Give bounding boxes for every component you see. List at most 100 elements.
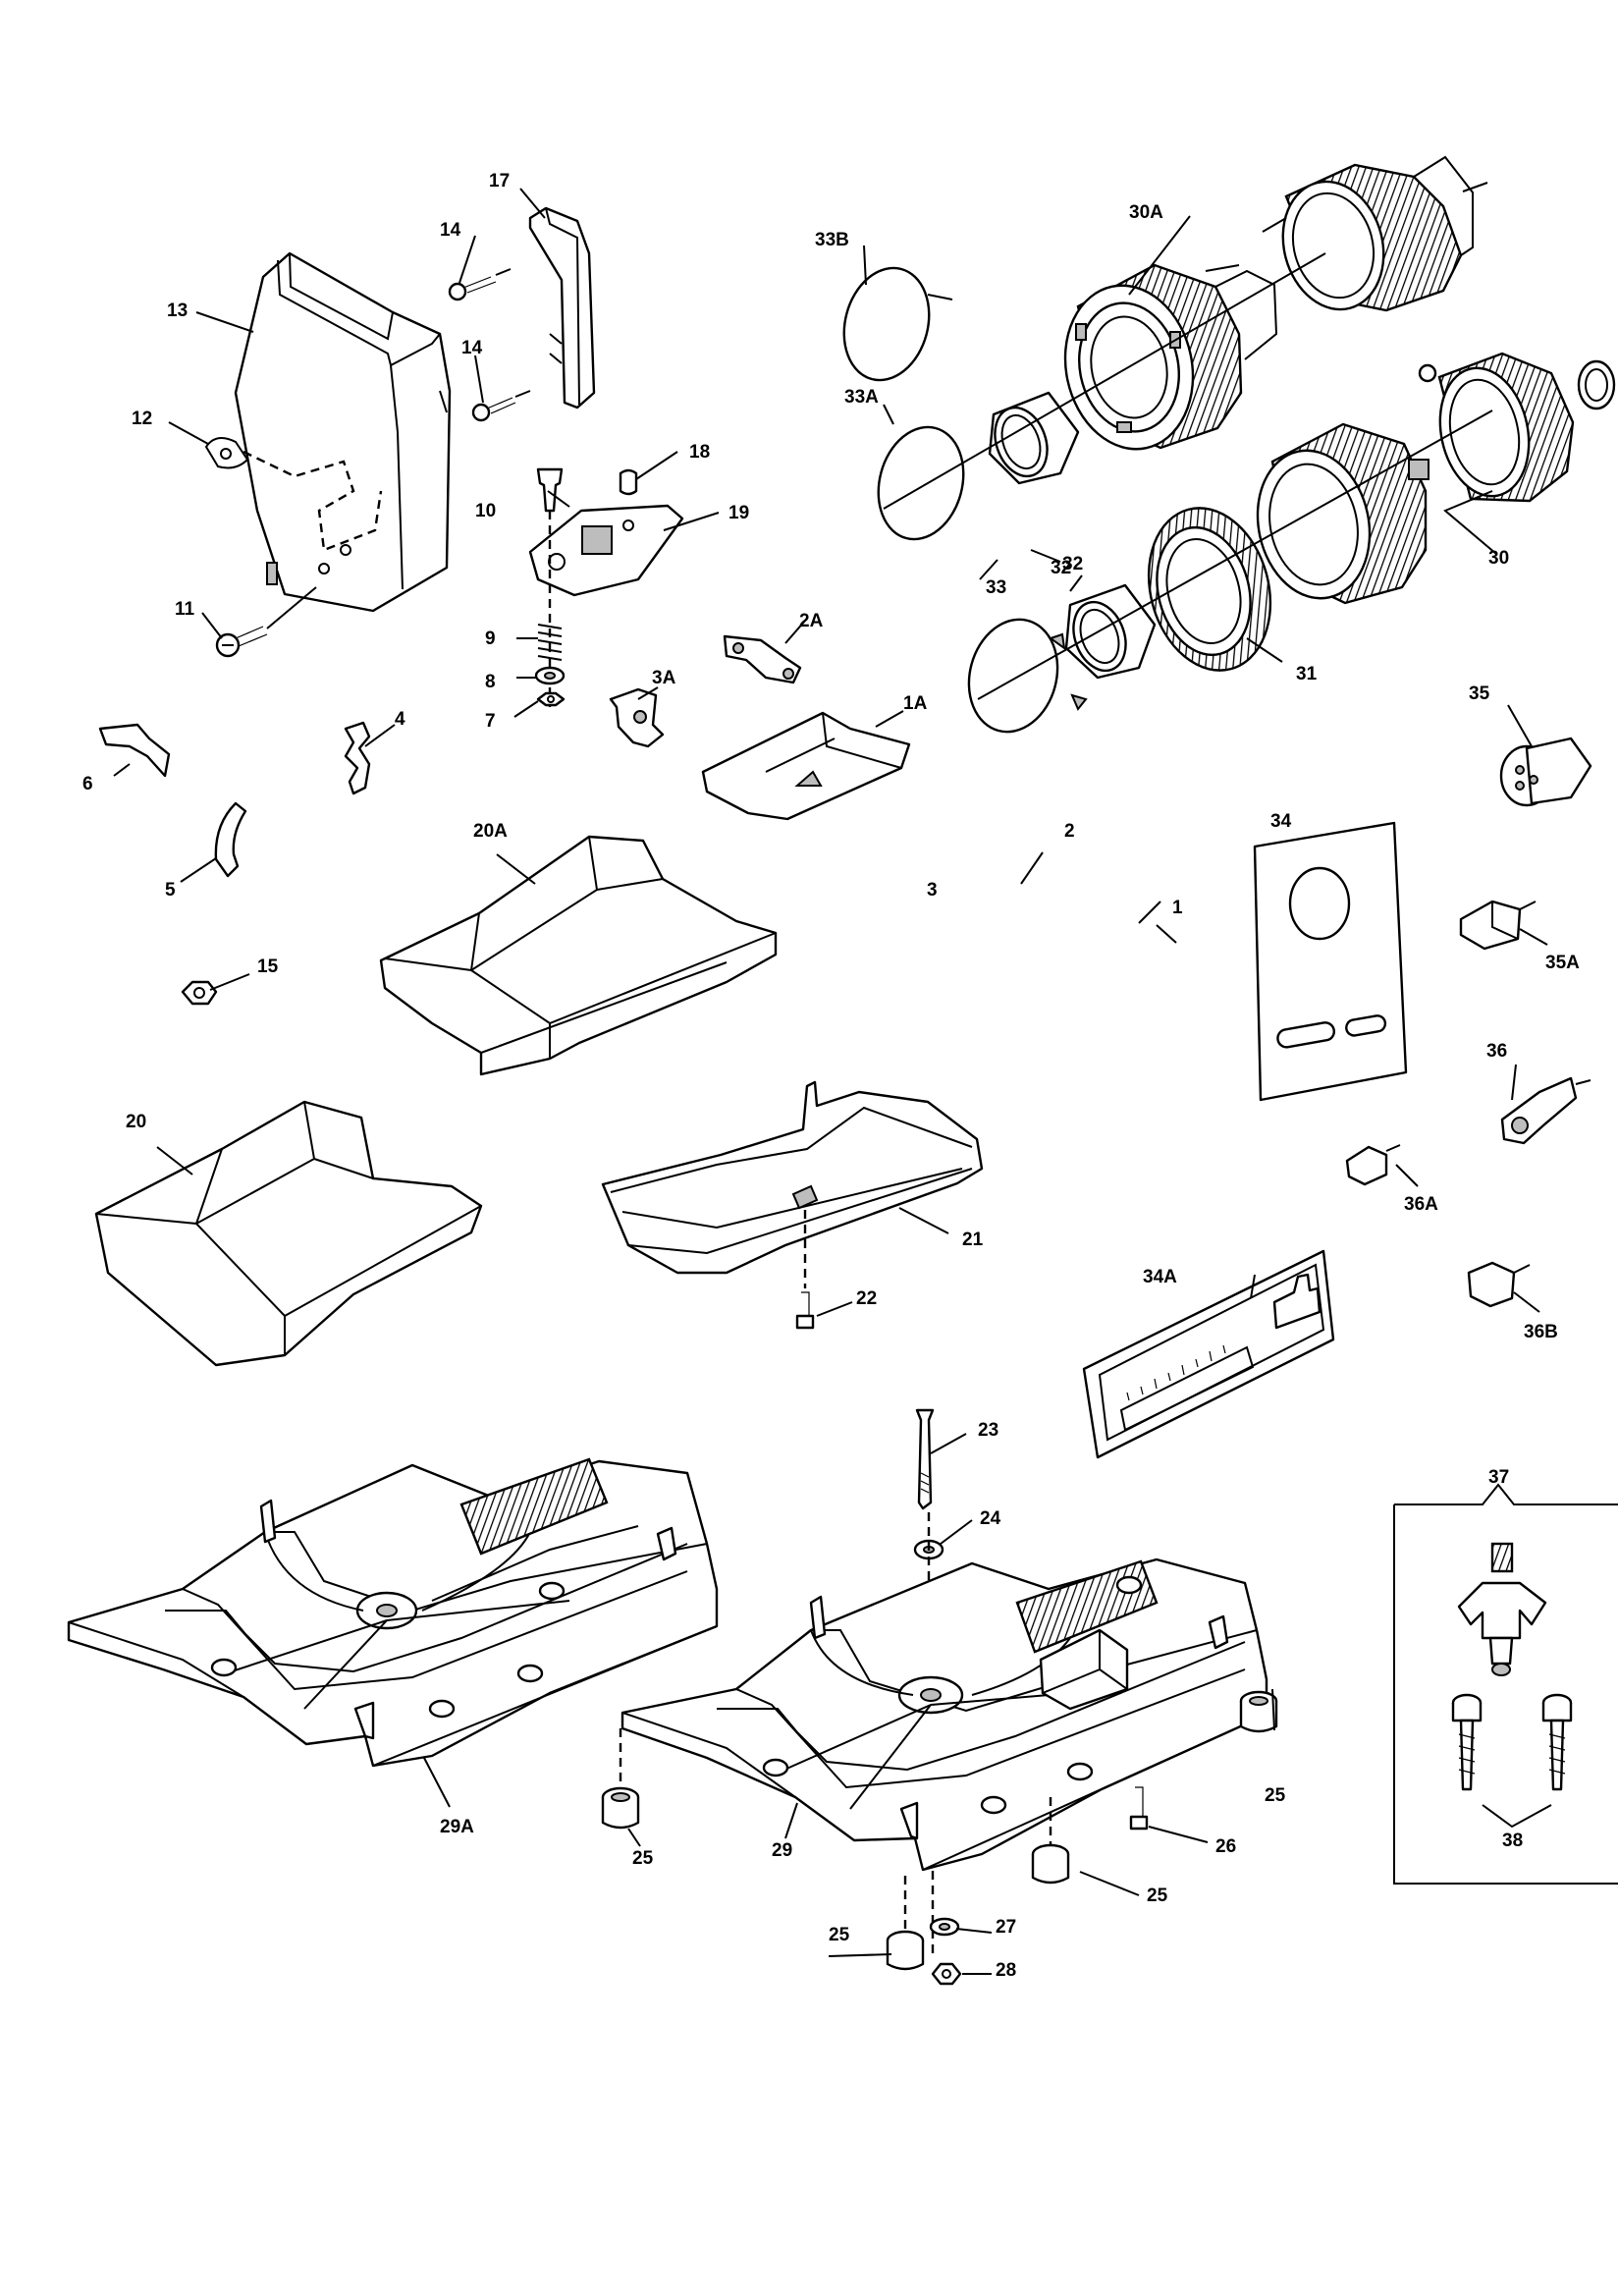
part-14-screw-lower (471, 390, 531, 422)
part-23-bolt (915, 1408, 935, 1510)
callout-12: 12 (132, 409, 152, 429)
callout-25-left: 25 (632, 1848, 654, 1869)
part-18-cap (619, 468, 638, 496)
part-2a-bracket (723, 634, 802, 684)
callout-21: 21 (962, 1230, 984, 1250)
part-32-ring-lower (1064, 583, 1157, 680)
callout-24: 24 (980, 1508, 1001, 1529)
part-25-foot-lower (886, 1876, 925, 1971)
callout-28: 28 (996, 1960, 1016, 1981)
callout-36: 36 (1486, 1041, 1507, 1062)
part-5-spring-clip (214, 801, 247, 878)
callout-32-upper: 32 (1051, 558, 1071, 578)
part-8-washer (534, 666, 566, 685)
part-36b-knob (1467, 1261, 1531, 1308)
part-10-pin (536, 467, 564, 513)
callout-20a: 20A (473, 821, 508, 842)
part-30-focus-assembly (1256, 422, 1429, 605)
callout-4: 4 (395, 709, 405, 730)
callout-25-right: 25 (1265, 1785, 1286, 1806)
callout-10: 10 (475, 501, 496, 521)
callout-25-lower: 25 (829, 1925, 850, 1945)
callout-17: 17 (489, 171, 510, 191)
callout-6: 6 (82, 774, 93, 794)
leader-lines (113, 188, 1548, 1975)
callout-38: 38 (1502, 1831, 1523, 1851)
callout-11: 11 (175, 599, 195, 620)
part-19-plate (528, 504, 684, 597)
part-28-nut (931, 1962, 962, 1986)
callout-14-lower: 14 (461, 338, 483, 358)
part-9-spring (537, 624, 563, 661)
callout-2a: 2A (799, 611, 824, 631)
part-14-screw-upper (448, 268, 512, 301)
part-11-screw (215, 586, 317, 658)
callout-29: 29 (772, 1840, 792, 1861)
part-3a-bracket (609, 687, 665, 748)
part-1a-slide-plate (701, 711, 911, 821)
callout-3a: 3A (652, 668, 676, 688)
callout-26: 26 (1215, 1836, 1236, 1857)
part-15-nut (181, 980, 218, 1006)
part-21-base-pan (601, 1080, 984, 1288)
part-30-rear-ring (1418, 352, 1616, 503)
lens-axis-lower (977, 410, 1493, 700)
callout-1a: 1A (903, 693, 928, 714)
callout-27: 27 (996, 1917, 1016, 1938)
part-33a-lens-cover (877, 425, 965, 541)
part-29-chassis (620, 1558, 1268, 1872)
callout-14-upper: 14 (440, 220, 461, 241)
callout-34: 34 (1270, 811, 1292, 832)
callout-32-lower: 32 (1062, 554, 1083, 574)
part-33-lens-cover (967, 618, 1088, 734)
part-34-panel (1253, 821, 1408, 1102)
callout-13: 13 (167, 301, 188, 321)
callout-22: 22 (856, 1288, 877, 1309)
part-34a-scale-panel (1082, 1249, 1335, 1459)
part-13-housing-cover (204, 251, 452, 613)
part-17-side-trim (528, 206, 596, 410)
callout-labels: 17 14 14 13 12 11 10 18 19 9 8 7 3A 2A 1… (82, 171, 1580, 1981)
callout-33: 33 (986, 577, 1006, 598)
part-37-motor-gear (1457, 1542, 1547, 1676)
callout-35a: 35A (1545, 953, 1580, 973)
callout-33b: 33B (815, 230, 849, 250)
callout-36a: 36A (1404, 1194, 1438, 1215)
part-26-screw (1129, 1786, 1149, 1831)
callout-2: 2 (1064, 821, 1075, 842)
inset-box-37-38 (1393, 1483, 1618, 1885)
part-25-foot-left (601, 1728, 640, 1830)
callout-23: 23 (978, 1420, 998, 1441)
callout-1: 1 (1172, 898, 1183, 918)
part-38-stud-left (1451, 1693, 1483, 1791)
part-20a-tray (379, 835, 778, 1076)
callout-8: 8 (485, 672, 496, 692)
part-4-clip (344, 721, 371, 795)
part-22-screw (795, 1291, 815, 1330)
callout-5: 5 (165, 880, 176, 901)
callout-36b: 36B (1524, 1322, 1558, 1342)
part-25-foot-bottom (1031, 1797, 1070, 1885)
lens-axis-upper (883, 252, 1326, 510)
part-35a-block (1459, 900, 1537, 951)
callout-31: 31 (1296, 664, 1318, 684)
part-20-tray (94, 1100, 483, 1367)
part-35-connector (1499, 737, 1592, 807)
part-27-washer (929, 1917, 960, 1937)
callout-37: 37 (1488, 1467, 1509, 1488)
callout-15: 15 (257, 957, 279, 977)
callout-25-bottom: 25 (1147, 1886, 1168, 1906)
part-30a-rear-ring (1281, 155, 1488, 312)
part-33b-lens-cover (842, 266, 953, 382)
callout-34a: 34A (1143, 1267, 1177, 1287)
callout-7: 7 (485, 711, 496, 732)
callout-19: 19 (728, 503, 749, 523)
callout-35: 35 (1469, 683, 1490, 704)
callout-29a: 29A (440, 1817, 474, 1837)
callout-20: 20 (126, 1112, 146, 1132)
part-30a-focus-assembly (1063, 263, 1278, 451)
callout-30: 30 (1488, 548, 1509, 569)
callout-18: 18 (689, 442, 710, 463)
part-32-ring-upper (988, 391, 1080, 485)
